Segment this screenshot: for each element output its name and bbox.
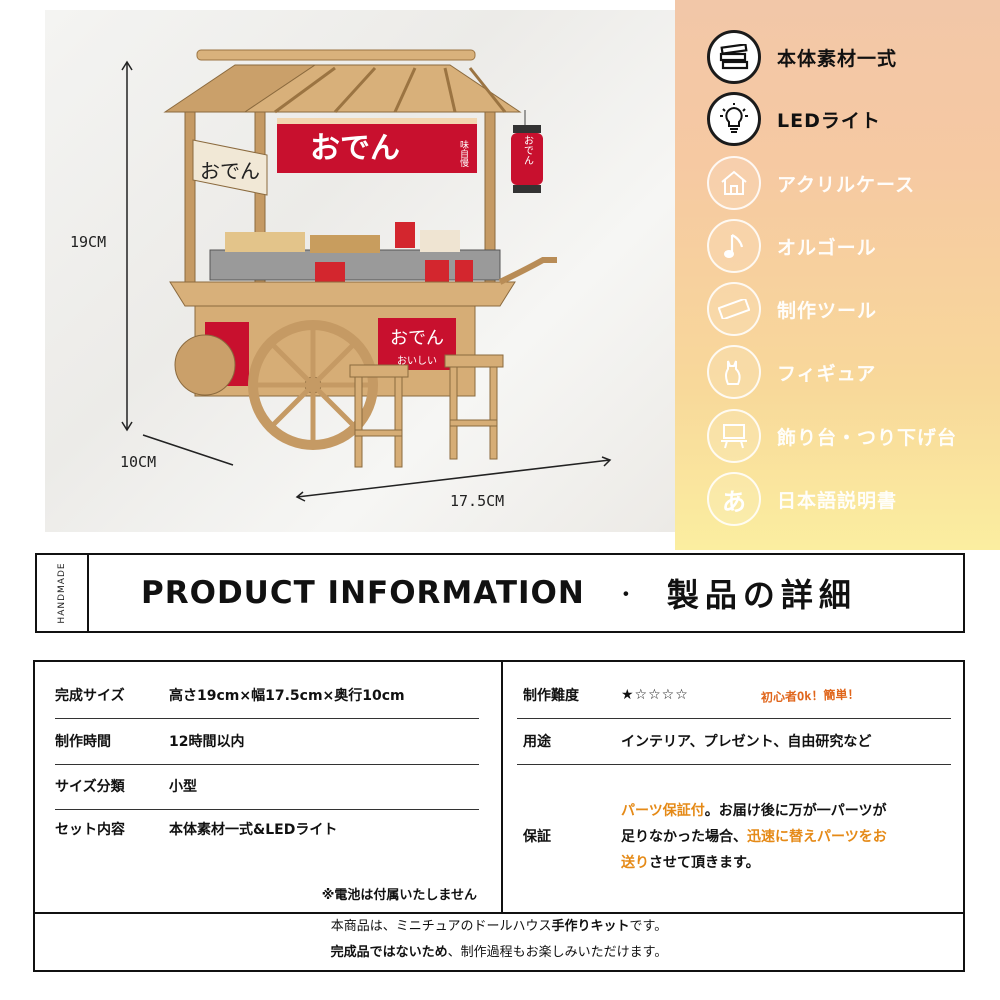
divider: [517, 764, 951, 765]
lantern-text: おでん: [522, 135, 534, 165]
spec-right-column: 制作難度 ★☆☆☆☆ 初心者Ok！簡単！ 用途 インテリア、プレゼント、自由研究…: [501, 662, 963, 914]
cart-sign-side: おでん: [200, 159, 260, 183]
music-note-icon: [707, 219, 761, 273]
title-separator: ・: [614, 583, 637, 608]
spec-row-warranty-label: 保証: [523, 829, 551, 845]
feature-item-led-light: LEDライト: [707, 91, 881, 147]
cart-sign-main: おでん: [310, 131, 400, 166]
battery-note: ※電池は付属いたしません: [321, 888, 477, 903]
stools: [349, 354, 504, 468]
oden-cart-illustration: おでん 味自慢 おでん おでん: [121, 49, 612, 502]
feature-item-music-box: オルゴール: [707, 218, 877, 274]
difficulty-note: 初心者Ok！簡単！: [760, 686, 860, 705]
noren-banner: おでん 味自慢: [277, 118, 477, 173]
display-stand-icon: [707, 409, 761, 463]
divider: [517, 718, 951, 719]
title-en: PRODUCT INFORMATION: [141, 575, 585, 611]
difficulty-stars: ★☆☆☆☆: [621, 687, 689, 703]
height-label: 19CM: [70, 233, 107, 251]
feature-item-stand: 飾り台・つり下げ台: [707, 408, 957, 464]
kit-contents-panel: 本体素材一式 LEDライト アクリルケース オルゴール 制作ツール フィギュア: [675, 0, 1000, 550]
spec-row-contents: セット内容本体素材一式&LEDライト: [55, 822, 338, 838]
divider: [55, 809, 479, 810]
cart-body: おでん おいしい: [194, 305, 476, 397]
cat-icon: [707, 345, 761, 399]
product-photo: おでん 味自慢 おでん おでん: [45, 10, 675, 532]
feature-item-figure: フィギュア: [707, 344, 876, 400]
cart-flag: 味自慢: [458, 139, 469, 168]
counter: [169, 222, 557, 307]
depth-label: 10CM: [120, 453, 157, 471]
spec-row-difficulty: 制作難度 ★☆☆☆☆ 初心者Ok！簡単！: [523, 686, 860, 705]
spec-row-class: サイズ分類小型: [55, 779, 197, 795]
warranty-text: パーツ保証付。お届け後に万が一パーツが 足りなかった場合、迅速に替えパーツをお …: [621, 803, 887, 871]
hiragana-a-icon: あ: [707, 472, 761, 526]
wood-planks-icon: [707, 30, 761, 84]
spec-row-usage: 用途 インテリア、プレゼント、自由研究など: [523, 734, 872, 750]
spec-footer-note: 本商品は、ミニチュアのドールハウス手作りキットです。 完成品ではないため、制作過…: [35, 912, 963, 970]
side-sign: おでん: [192, 139, 268, 196]
width-label: 17.5CM: [450, 492, 505, 510]
handmade-tab: HANDMADE: [37, 555, 89, 631]
page-title: PRODUCT INFORMATION ・ 製品の詳細: [89, 555, 963, 631]
divider: [55, 718, 479, 719]
product-info-header: HANDMADE PRODUCT INFORMATION ・ 製品の詳細: [35, 553, 965, 633]
cart-board-sub: おいしい: [397, 355, 437, 367]
cart-roof: [163, 49, 522, 114]
feature-item-acrylic-case: アクリルケース: [707, 155, 915, 211]
light-bulb-icon: [707, 92, 761, 146]
cart-wheel: [248, 320, 378, 450]
feature-item-tools: 制作ツール: [707, 281, 877, 337]
feature-item-manual: あ 日本語説明書: [707, 471, 897, 527]
dimension-lines: [121, 60, 612, 502]
spec-row-size: 完成サイズ高さ19cm×幅17.5cm×奥行10cm: [55, 688, 405, 704]
lantern: おでん: [511, 110, 543, 193]
ruler-icon: [707, 282, 761, 336]
house-icon: [707, 156, 761, 210]
title-jp: 製品の詳細: [666, 576, 857, 614]
cart-board-title: おでん: [390, 328, 444, 349]
divider: [55, 764, 479, 765]
feature-item-materials: 本体素材一式: [707, 29, 897, 85]
